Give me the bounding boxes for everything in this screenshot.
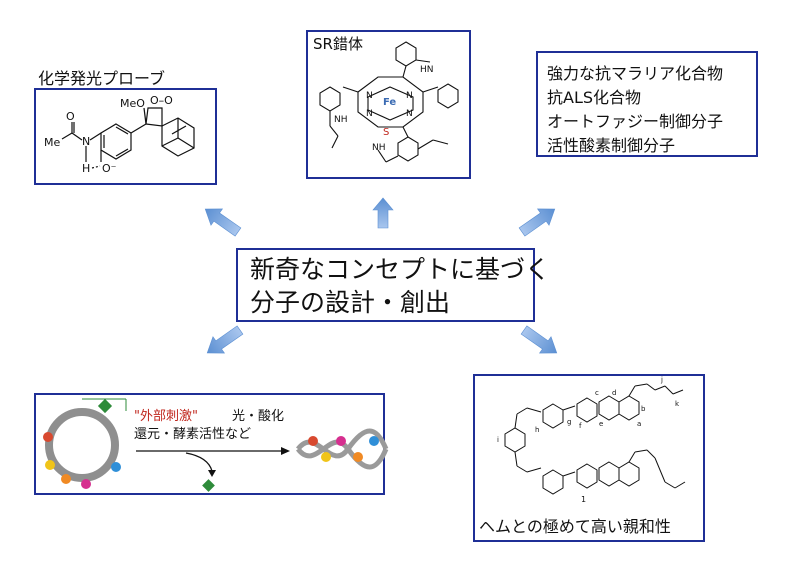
heme-letter-a: a	[637, 420, 641, 428]
stimulus-line1-rest: 光・酸化	[232, 409, 285, 424]
ring-molecule	[45, 408, 119, 482]
sr-fe-label: Fe	[383, 97, 396, 108]
probe-oo-label: O–O	[150, 94, 173, 107]
compound-line-4: 活性酸素制御分子	[547, 136, 676, 155]
sr-nh-left-label: NH	[334, 115, 348, 125]
stimulus-line2: 還元・酵素活性など	[134, 427, 252, 442]
arrow-up	[372, 197, 394, 229]
probe-me-label: Me	[44, 136, 60, 149]
cap-magenta	[81, 479, 91, 489]
heme-letter-g: g	[567, 418, 571, 426]
probe-ominus-label: O⁻	[102, 162, 117, 175]
heme-letter-e: e	[599, 420, 603, 428]
concept-line-2: 分子の設計・創出	[250, 288, 451, 317]
concept-box: 新奇なコンセプトに基づく 分子の設計・創出	[236, 248, 551, 322]
cap-blue	[111, 462, 121, 472]
cap-red	[43, 432, 53, 442]
probe-meo-label: MeO	[120, 97, 145, 110]
probe-title: 化学発光プローブ	[38, 69, 166, 88]
sr-box: SR錯体 Fe S	[306, 30, 471, 179]
sr-n1: N	[366, 91, 373, 101]
sr-structure: Fe S HN NH NH N N N N	[319, 41, 459, 163]
sr-hn-label: HN	[420, 65, 434, 75]
heme-letter-b: b	[641, 405, 646, 413]
heme-letter-c: c	[595, 389, 599, 397]
compound-line-3: オートファジー制御分子	[547, 112, 724, 131]
heme-letter-f: f	[579, 422, 582, 430]
heme-letter-j: j	[660, 376, 663, 384]
stimulus-box: "外部刺激" 光・酸化 還元・酵素活性など	[34, 393, 389, 495]
probe-structure: O Me N H O⁻ MeO O–O	[44, 94, 195, 175]
heme-letter-k: k	[675, 400, 680, 408]
heme-letter-h: h	[535, 426, 539, 434]
arrow-up-right	[518, 208, 556, 237]
probe-n-label: N	[82, 135, 90, 148]
arrow-up-left	[204, 208, 242, 237]
stimulus-diagram	[43, 398, 389, 492]
heme-letter-i: i	[497, 436, 499, 444]
sr-n4: N	[406, 109, 413, 119]
sr-n2: N	[406, 91, 413, 101]
sr-s-label: S	[383, 127, 389, 138]
heme-box: d c b a e h g f i j k 1 ヘムとの極めて高い親和性	[473, 374, 705, 542]
heme-letter-d: d	[612, 389, 616, 397]
heme-caption: ヘムとの極めて高い親和性	[479, 517, 671, 536]
compound-line-2: 抗ALS化合物	[547, 88, 642, 107]
heme-structure: d c b a e h g f i j k 1	[497, 376, 686, 504]
probe-box: O Me N H O⁻ MeO O–O	[34, 88, 217, 185]
probe-h-label: H	[82, 162, 90, 175]
concept-line-1: 新奇なコンセプトに基づく	[250, 255, 551, 284]
green-diamond-released	[202, 479, 215, 492]
arrow-down-right	[520, 325, 558, 354]
heme-compound-number: 1	[581, 495, 586, 504]
cap-yellow	[45, 460, 55, 470]
compound-line-1: 強力な抗マラリア化合物	[547, 64, 724, 83]
arrow-down-left	[206, 325, 244, 354]
stimulus-word: "外部刺激"	[134, 409, 198, 424]
sr-nh-bottom-label: NH	[372, 143, 386, 153]
green-diamond-top	[97, 398, 113, 414]
cap-orange	[61, 474, 71, 484]
sr-n3: N	[366, 109, 373, 119]
probe-o-label: O	[66, 110, 75, 123]
sr-title: SR錯体	[313, 35, 363, 53]
compounds-box: 強力な抗マラリア化合物 抗ALS化合物 オートファジー制御分子 活性酸素制御分子	[536, 51, 758, 157]
